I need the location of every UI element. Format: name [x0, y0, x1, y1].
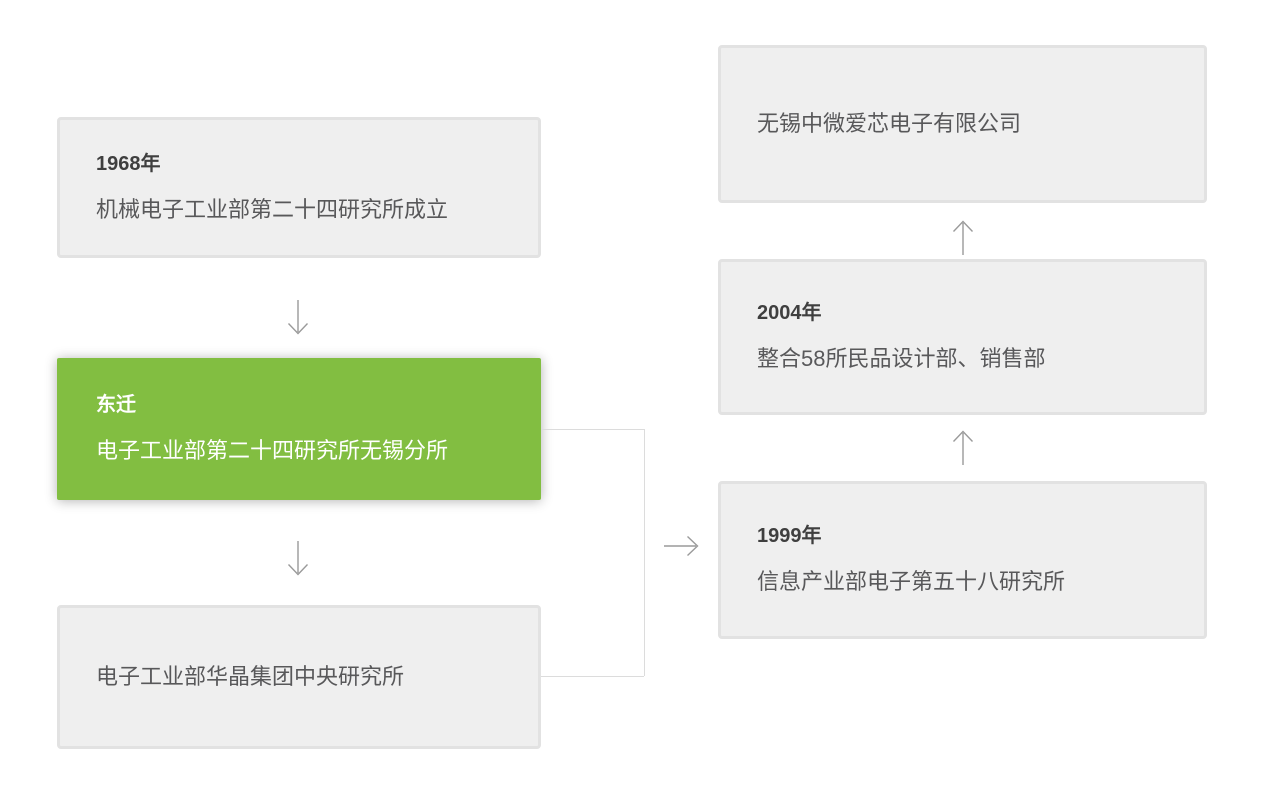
connector-line-bottom: [541, 676, 644, 677]
node-2004-title: 2004年: [757, 302, 822, 325]
node-1999: 1999年 信息产业部电子第五十八研究所: [718, 481, 1207, 639]
node-1968-body: 机械电子工业部第二十四研究所成立: [96, 196, 449, 222]
node-huajing: 电子工业部华晶集团中央研究所: [57, 605, 541, 749]
arrow-down-icon: [287, 300, 309, 335]
node-huajing-body: 电子工业部华晶集团中央研究所: [96, 663, 405, 689]
node-dongqian: 东迁 电子工业部第二十四研究所无锡分所: [57, 358, 541, 500]
node-aixin: 无锡中微爱芯电子有限公司: [718, 45, 1207, 203]
connector-line-top: [541, 429, 644, 430]
node-dongqian-body: 电子工业部第二十四研究所无锡分所: [96, 438, 449, 464]
connector-line-vertical: [644, 429, 645, 676]
node-2004-body: 整合58所民品设计部、销售部: [757, 346, 1046, 372]
arrow-up-icon: [952, 430, 974, 465]
node-1968: 1968年 机械电子工业部第二十四研究所成立: [57, 117, 541, 258]
node-dongqian-title: 东迁: [96, 394, 136, 417]
node-2004: 2004年 整合58所民品设计部、销售部: [718, 259, 1207, 415]
arrow-down-icon: [287, 541, 309, 576]
node-1999-body: 信息产业部电子第五十八研究所: [757, 569, 1066, 595]
node-1968-title: 1968年: [96, 152, 161, 175]
node-1999-title: 1999年: [757, 525, 822, 548]
node-aixin-body: 无锡中微爱芯电子有限公司: [757, 110, 1022, 136]
arrow-right-icon: [664, 535, 699, 557]
arrow-up-icon: [952, 220, 974, 255]
